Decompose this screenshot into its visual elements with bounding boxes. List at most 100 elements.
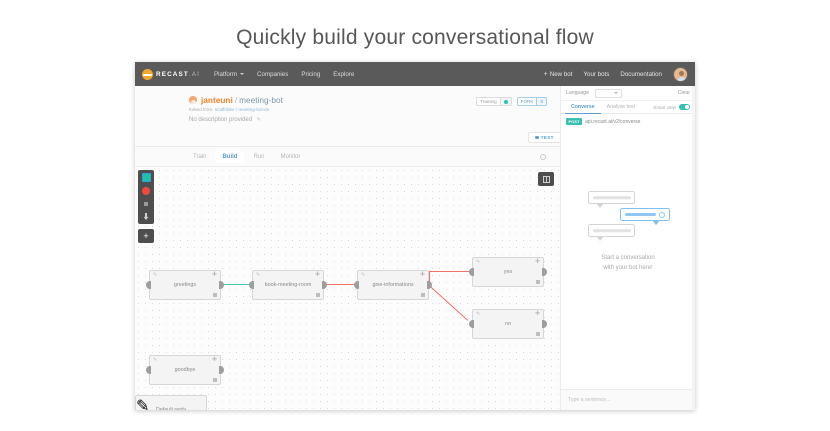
node-edit-pencil-icon[interactable]: ✎ bbox=[476, 259, 481, 265]
fit-to-screen-button[interactable] bbox=[538, 172, 554, 186]
bot-name[interactable]: meeting-bot bbox=[239, 95, 283, 105]
nav-item-pricing[interactable]: Pricing bbox=[301, 70, 321, 78]
flow-node-give-informations[interactable]: ✎ ✚ give-informations bbox=[354, 270, 432, 300]
node-port-right[interactable] bbox=[219, 366, 224, 374]
node-edit-pencil-icon[interactable]: ✎ bbox=[153, 272, 158, 278]
node-move-icon[interactable]: ✚ bbox=[212, 272, 218, 278]
console-empty-state: Start a conversation with your bot here! bbox=[561, 191, 695, 273]
node-port-right[interactable] bbox=[219, 281, 224, 289]
flow-node-goodbye[interactable]: ✎ ✚ goodbye bbox=[146, 355, 224, 385]
api-endpoint: POST api.recast.ai/v2/converse bbox=[561, 114, 695, 129]
fit-to-screen-icon bbox=[542, 175, 550, 183]
node-port-right[interactable] bbox=[427, 281, 432, 289]
node-port-left[interactable] bbox=[249, 281, 254, 289]
default-reply-node[interactable]: ✎ Default reply bbox=[135, 395, 207, 410]
start-node-tool[interactable] bbox=[141, 173, 151, 182]
tab-run[interactable]: Run bbox=[253, 153, 265, 160]
default-reply-label: Default reply bbox=[155, 407, 187, 410]
tab-analyse-text[interactable]: Analyse text bbox=[606, 104, 635, 110]
node-edit-pencil-icon[interactable]: ✎ bbox=[476, 311, 481, 317]
node-edit-pencil-icon[interactable]: ✎ bbox=[136, 398, 150, 410]
node-delete-icon[interactable] bbox=[213, 293, 217, 297]
flow-canvas[interactable]: + ✎ ✚ greetings ✎ ✚ book-meeting-room bbox=[135, 167, 560, 410]
node-delete-icon[interactable] bbox=[421, 293, 425, 297]
nav-item-explore[interactable]: Explore bbox=[333, 70, 355, 78]
plus-icon: + bbox=[543, 70, 548, 78]
empty-state-line-1: Start a conversation bbox=[601, 255, 655, 261]
console-scrollbar[interactable] bbox=[692, 86, 695, 410]
gear-icon[interactable] bbox=[540, 153, 546, 160]
flow-node-greetings[interactable]: ✎ ✚ greetings bbox=[146, 270, 224, 300]
top-navbar: RECAST.AI Platform Companies Pricing Exp… bbox=[135, 62, 695, 86]
square-dot-icon bbox=[144, 201, 148, 206]
chevron-down-icon bbox=[614, 92, 619, 94]
speech-bubble-icon bbox=[588, 191, 635, 208]
bot-owner[interactable]: janteuni bbox=[201, 95, 233, 105]
node-move-icon[interactable]: ✚ bbox=[535, 259, 541, 265]
connector-give-to-no bbox=[428, 285, 469, 322]
clear-button[interactable]: Clear bbox=[677, 90, 690, 96]
node-edit-pencil-icon[interactable]: ✎ bbox=[361, 272, 366, 278]
node-edit-pencil-icon[interactable]: ✎ bbox=[153, 357, 158, 363]
fork-badge[interactable]: FORK 0 bbox=[516, 97, 547, 106]
forked-from-label: forked from: bbox=[189, 107, 214, 112]
node-delete-icon[interactable] bbox=[536, 280, 540, 284]
tab-converse[interactable]: Converse bbox=[565, 101, 601, 114]
language-select[interactable] bbox=[595, 88, 623, 98]
console-tabs: Converse Analyse text Smart view bbox=[561, 101, 695, 114]
node-delete-icon[interactable] bbox=[316, 293, 320, 297]
fork-badge-count: 0 bbox=[536, 98, 546, 105]
smart-view-toggle[interactable] bbox=[679, 104, 690, 110]
pin-tool[interactable] bbox=[142, 212, 151, 221]
node-port-left[interactable] bbox=[146, 281, 151, 289]
node-move-icon[interactable]: ✚ bbox=[535, 311, 541, 317]
dot-tool[interactable] bbox=[142, 199, 151, 208]
nav-item-platform[interactable]: Platform bbox=[214, 70, 245, 78]
node-port-left[interactable] bbox=[469, 268, 474, 276]
test-button[interactable]: TEST bbox=[528, 132, 560, 143]
new-bot-label: New bot bbox=[549, 70, 573, 78]
node-port-left[interactable] bbox=[354, 281, 359, 289]
nav-item-companies[interactable]: Companies bbox=[257, 70, 289, 78]
node-port-left[interactable] bbox=[146, 366, 151, 374]
stop-node-tool[interactable] bbox=[142, 186, 151, 195]
node-port-right[interactable] bbox=[542, 268, 547, 276]
tab-train[interactable]: Train bbox=[193, 153, 207, 160]
edit-pencil-icon[interactable]: ✎ bbox=[256, 117, 261, 123]
flow-node-yes[interactable]: ✎ ✚ yes bbox=[469, 257, 547, 287]
node-move-icon[interactable]: ✚ bbox=[420, 272, 426, 278]
node-port-right[interactable] bbox=[542, 320, 547, 328]
bot-badges: Training FORK 0 bbox=[476, 97, 547, 106]
flow-node-label: goodbye bbox=[174, 367, 196, 373]
console-input-placeholder: Type a sentence... bbox=[568, 397, 611, 403]
brand-logo-group[interactable]: RECAST.AI bbox=[142, 68, 200, 80]
forked-from-source[interactable]: scaffolder / meeting-bot-en bbox=[214, 107, 270, 112]
node-edit-pencil-icon[interactable]: ✎ bbox=[256, 272, 261, 278]
node-delete-icon[interactable] bbox=[536, 332, 540, 336]
your-bots-link[interactable]: Your bots bbox=[583, 70, 610, 78]
flow-node-no[interactable]: ✎ ✚ no bbox=[469, 309, 547, 339]
node-delete-icon[interactable] bbox=[213, 378, 217, 382]
tab-monitor[interactable]: Monitor bbox=[280, 153, 301, 160]
node-move-icon[interactable]: ✚ bbox=[315, 272, 321, 278]
status-badge-value bbox=[499, 98, 511, 105]
start-square-icon bbox=[141, 173, 151, 182]
status-badge-training[interactable]: Training bbox=[476, 97, 512, 106]
node-port-left[interactable] bbox=[469, 320, 474, 328]
flow-node-book-meeting-room[interactable]: ✎ ✚ book-meeting-room bbox=[249, 270, 327, 300]
empty-state-line-2: with your bot here! bbox=[603, 264, 653, 271]
console-input-row[interactable]: Type a sentence... bbox=[561, 389, 695, 410]
smart-view-control[interactable]: Smart view bbox=[653, 104, 690, 110]
new-bot-button[interactable]: +New bot bbox=[544, 71, 573, 78]
node-move-icon[interactable]: ✚ bbox=[212, 357, 218, 363]
flow-node-label: give-informations bbox=[372, 282, 414, 288]
pin-icon bbox=[143, 213, 149, 220]
add-node-button[interactable]: + bbox=[138, 229, 154, 243]
user-avatar[interactable] bbox=[673, 66, 688, 82]
node-port-right[interactable] bbox=[322, 281, 327, 289]
nav-item-platform-label: Platform bbox=[214, 70, 238, 78]
tab-build[interactable]: Build bbox=[215, 150, 245, 163]
page-title: Quickly build your conversational flow bbox=[236, 26, 594, 49]
endpoint-url: api.recast.ai/v2/converse bbox=[585, 118, 641, 125]
documentation-link[interactable]: Documentation bbox=[620, 70, 662, 78]
